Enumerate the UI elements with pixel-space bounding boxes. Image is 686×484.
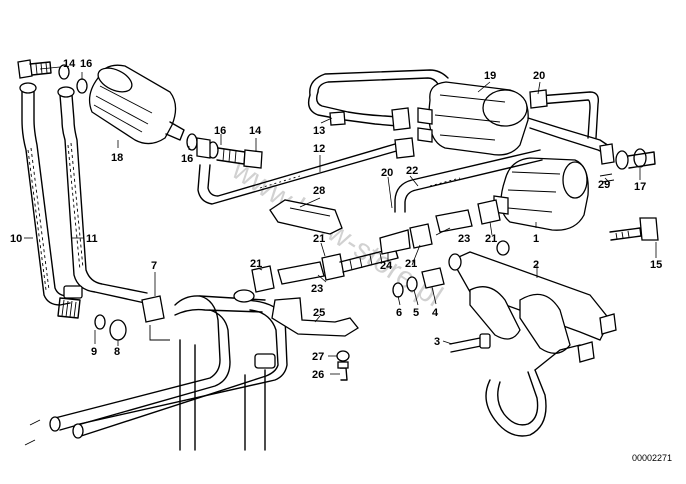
leader-lines (24, 66, 657, 375)
fuel-filter-18 (88, 64, 185, 145)
callout-23-b: 23 (311, 283, 323, 295)
bracket-28 (269, 199, 343, 235)
banjo-bolt-16-14 (186, 133, 263, 169)
callout-6: 6 (396, 307, 402, 319)
callout-21-b: 21 (250, 258, 262, 270)
callout-15: 15 (650, 259, 662, 271)
callout-23-a: 23 (458, 233, 470, 245)
callout-1: 1 (533, 233, 539, 245)
sealing-washer-16 (58, 64, 88, 94)
bolt-15 (609, 217, 659, 241)
callout-8: 8 (114, 346, 120, 358)
callout-29: 29 (598, 179, 610, 191)
callout-5: 5 (413, 307, 419, 319)
callout-27: 27 (312, 351, 324, 363)
callout-3: 3 (434, 336, 440, 348)
banjo-bolt-14 (17, 59, 52, 79)
callout-17: 17 (634, 181, 646, 193)
callout-24: 24 (380, 260, 393, 272)
fuel-filter-1 (493, 157, 589, 231)
callout-9: 9 (91, 346, 97, 358)
callout-22: 22 (406, 165, 418, 177)
callout-14: 14 (63, 58, 76, 70)
callout-labels: 14 16 10 11 7 8 9 18 14 16 16 12 13 19 2… (10, 58, 662, 381)
fuel-hose-left-11 (57, 86, 148, 304)
callout-7: 7 (151, 260, 157, 272)
hose-connector-17 (599, 143, 656, 183)
hose-fitting-thread (61, 299, 77, 319)
rubber-mount-4 (392, 240, 510, 298)
fuel-hose-22 (394, 149, 543, 213)
callout-16-b: 16 (214, 125, 226, 137)
callout-21-c: 21 (405, 258, 417, 270)
callout-26: 26 (312, 369, 324, 381)
callout-18: 18 (111, 152, 123, 164)
callout-21-d: 21 (485, 233, 497, 245)
fuel-hose-left-10 (19, 82, 71, 306)
diagram-code: 00002271 (632, 453, 672, 463)
fuel-accumulator-19 (417, 81, 613, 157)
callout-28: 28 (313, 185, 325, 197)
hose-fitting-left (57, 297, 81, 319)
fuel-pipe-13 (307, 69, 449, 131)
callout-11: 11 (86, 233, 98, 245)
callout-13: 13 (313, 125, 325, 137)
callout-10: 10 (10, 233, 22, 245)
fuel-hose-12 (197, 137, 415, 205)
callout-20: 20 (533, 70, 545, 82)
fuel-hose-20-top (529, 89, 600, 139)
callout-16: 16 (80, 58, 92, 70)
callout-16-c: 16 (181, 153, 193, 165)
callout-2: 2 (533, 259, 539, 271)
bolt-3 (449, 333, 491, 353)
callout-25: 25 (313, 307, 325, 319)
hose-fitting-left-2 (63, 285, 83, 299)
support-bracket-2 (448, 251, 617, 437)
callout-12: 12 (313, 143, 325, 155)
callout-21-a: 21 (313, 233, 325, 245)
callout-4: 4 (432, 307, 439, 319)
bracket-25 (271, 297, 359, 381)
callout-20-b: 20 (381, 167, 393, 179)
hose-clamp-assembly (251, 199, 501, 293)
clamp-7 (94, 295, 165, 341)
callout-14-b: 14 (249, 125, 262, 137)
fuel-tank-pipes (24, 289, 288, 451)
callout-19: 19 (484, 70, 496, 82)
